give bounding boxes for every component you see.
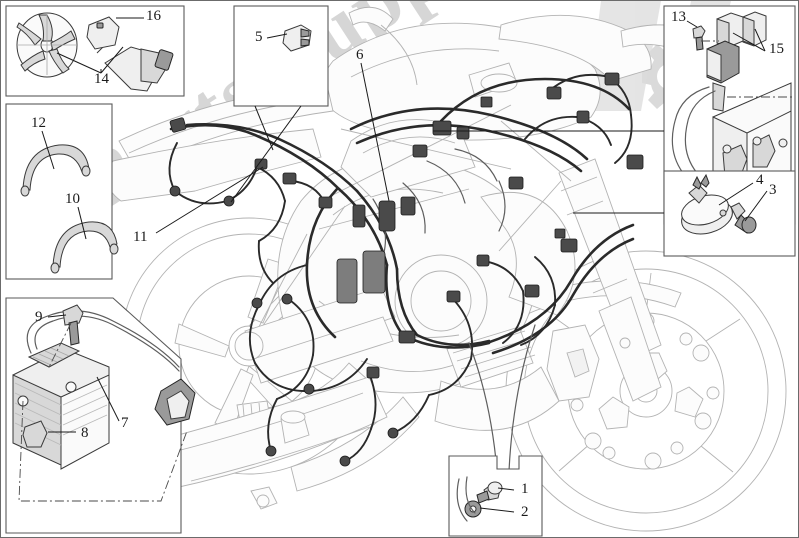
washer-2-part (464, 500, 482, 518)
callout-label-5: 5 (255, 29, 263, 45)
brake-caliper (546, 324, 600, 402)
fan-impeller-part (16, 12, 78, 78)
callout-label-8: 8 (81, 425, 89, 441)
callout-box-top-left[interactable] (5, 5, 185, 97)
callout-label-15: 15 (769, 41, 784, 57)
free-leaders (155, 62, 390, 234)
callout-label-3: 3 (769, 182, 777, 198)
callout-box-right-middle[interactable] (573, 170, 796, 257)
callout-label-10: 10 (65, 191, 80, 207)
callout-label-1: 1 (521, 481, 529, 497)
main-relay-part (706, 40, 740, 112)
sensor-connector-part (86, 16, 120, 50)
callout-label-2: 2 (521, 504, 529, 520)
retaining-strap-12 (20, 144, 91, 197)
callout-box-left-middle[interactable] (5, 103, 119, 280)
callout-label-7: 7 (121, 415, 129, 431)
callout-label-11: 11 (133, 229, 148, 245)
bracket-clip-part (22, 420, 48, 448)
swingarm (234, 286, 396, 384)
screw-1-part (476, 481, 503, 504)
callout-label-9: 9 (35, 309, 43, 325)
screw-stud-part (62, 304, 84, 346)
regulator-plug (154, 378, 196, 426)
harness-connectors (169, 72, 644, 467)
retaining-strap-10 (50, 221, 119, 274)
callout-label-16: 16 (146, 8, 161, 24)
connector-5-part (282, 24, 312, 52)
callout-label-14: 14 (94, 71, 109, 87)
belly-pan (140, 376, 388, 510)
relay-screw-13-part (692, 25, 706, 51)
horn-part (681, 173, 733, 235)
temperature-sensor-part (96, 38, 174, 92)
callout-box-bottom-center[interactable] (448, 455, 543, 537)
relay-15-parts (716, 11, 767, 48)
brake-disc (570, 312, 720, 470)
callout-box-bottom-left[interactable] (5, 297, 196, 534)
callout-label-4: 4 (756, 172, 764, 188)
callout-box-top-center[interactable] (230, 5, 329, 203)
callout-label-12: 12 (31, 115, 46, 131)
callout-label-13: 13 (671, 9, 686, 25)
callout-label-6: 6 (356, 47, 364, 63)
handlebar (348, 6, 518, 98)
